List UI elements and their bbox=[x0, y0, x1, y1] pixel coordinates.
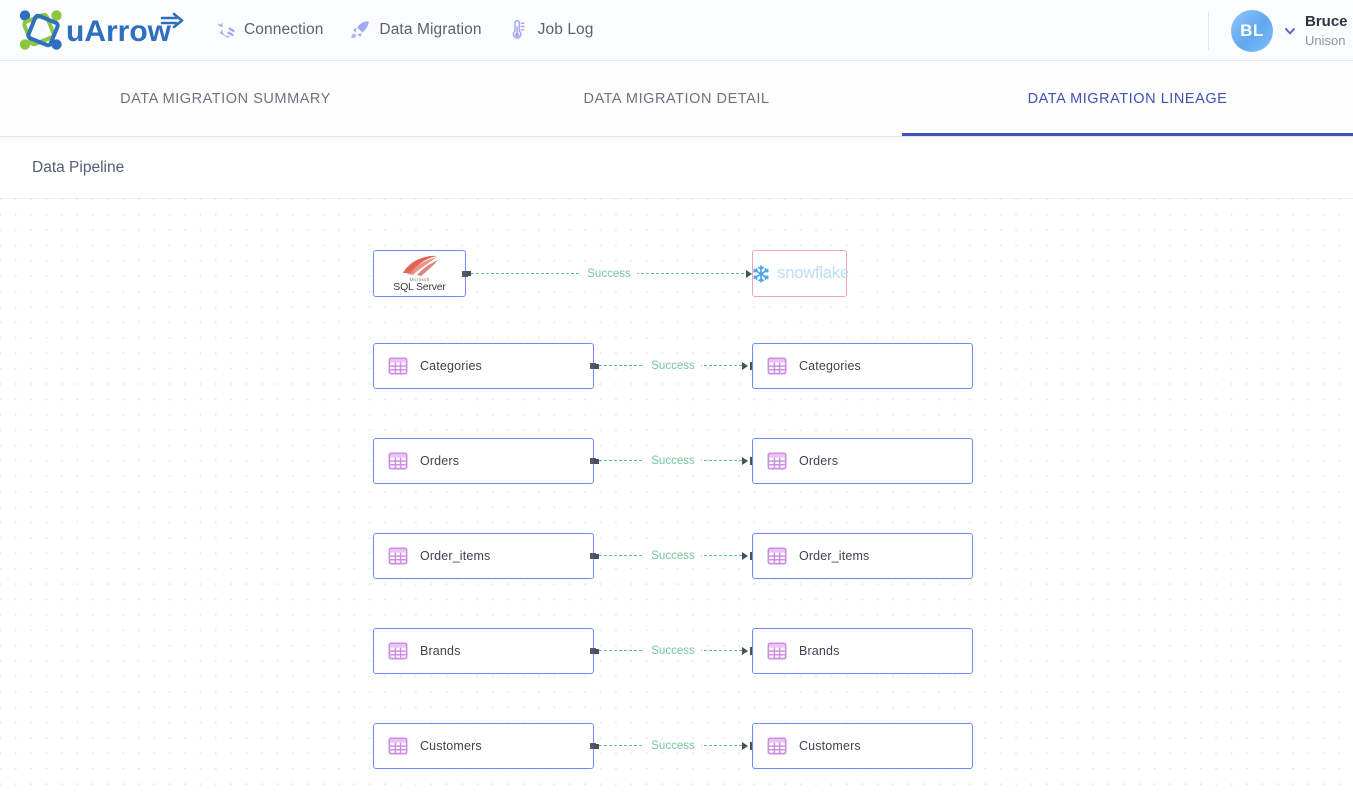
nav-item-connection[interactable]: Connection bbox=[214, 10, 323, 50]
node-label: Categories bbox=[799, 359, 861, 373]
user-org: Unison bbox=[1305, 32, 1353, 50]
table-icon bbox=[388, 736, 408, 756]
node-source-sqlserver[interactable]: Microsoft SQL Server bbox=[373, 250, 466, 297]
tab-bar: DATA MIGRATION SUMMARY DATA MIGRATION DE… bbox=[0, 61, 1353, 136]
uarrow-logo-icon bbox=[18, 8, 64, 52]
node-target-snowflake[interactable]: snowflake bbox=[752, 250, 847, 297]
edge-status-label: Success bbox=[644, 550, 701, 562]
node-target-table[interactable]: Customers bbox=[752, 723, 973, 769]
node-label: Orders bbox=[799, 454, 838, 468]
tab-data-migration-detail[interactable]: DATA MIGRATION DETAIL bbox=[451, 61, 902, 136]
edge-status-label: Success bbox=[644, 455, 701, 467]
edge-sqlserver-to-snowflake: Success bbox=[466, 250, 752, 297]
node-source-table[interactable]: Brands bbox=[373, 628, 594, 674]
node-target-table[interactable]: Orders bbox=[752, 438, 973, 484]
rocket-icon bbox=[349, 18, 371, 42]
node-label: Customers bbox=[799, 739, 861, 753]
nav-item-job-log[interactable]: Job Log bbox=[508, 10, 594, 50]
node-source-table[interactable]: Categories bbox=[373, 343, 594, 389]
brand-logo-area[interactable]: uArrow bbox=[18, 8, 186, 52]
edge-arrowhead-icon bbox=[742, 362, 748, 370]
header-divider bbox=[1208, 12, 1209, 50]
app-header: uArrow Connection bbox=[0, 0, 1353, 61]
edge-table-link: Success bbox=[594, 533, 752, 579]
nav-label-data-migration: Data Migration bbox=[379, 21, 481, 39]
pipeline-title-bar: Data Pipeline bbox=[0, 137, 1353, 199]
edge-table-link: Success bbox=[594, 723, 752, 769]
edge-table-link: Success bbox=[594, 438, 752, 484]
node-label: Categories bbox=[420, 359, 482, 373]
edge-target-bar bbox=[750, 362, 752, 370]
nav-label-connection: Connection bbox=[244, 21, 323, 39]
tab-data-migration-summary[interactable]: DATA MIGRATION SUMMARY bbox=[0, 61, 451, 136]
table-icon bbox=[388, 546, 408, 566]
table-icon bbox=[767, 546, 787, 566]
node-target-table[interactable]: Brands bbox=[752, 628, 973, 674]
edge-arrowhead-icon bbox=[742, 552, 748, 560]
snowflake-logo: snowflake bbox=[750, 263, 849, 285]
node-label: Order_items bbox=[799, 549, 869, 563]
user-info: Bruce Unison bbox=[1305, 12, 1353, 50]
edge-arrowhead-icon bbox=[742, 647, 748, 655]
edge-target-bar bbox=[750, 742, 752, 750]
edge-status-label: Success bbox=[644, 360, 701, 372]
node-target-table[interactable]: Order_items bbox=[752, 533, 973, 579]
plug-icon bbox=[214, 18, 236, 42]
snowflake-name-text: snowflake bbox=[777, 264, 849, 283]
edge-arrowhead-icon bbox=[742, 457, 748, 465]
sqlserver-swoosh-icon bbox=[397, 254, 443, 278]
node-label: Brands bbox=[420, 644, 461, 658]
sqlserver-name-text: SQL Server bbox=[393, 281, 445, 293]
chevron-down-icon[interactable] bbox=[1283, 24, 1297, 38]
node-label: Order_items bbox=[420, 549, 490, 563]
svg-text:uArrow: uArrow bbox=[66, 15, 172, 48]
edge-target-bar bbox=[750, 457, 752, 465]
header-user-area: BL Bruce Unison bbox=[1208, 0, 1353, 61]
table-icon bbox=[388, 356, 408, 376]
node-label: Orders bbox=[420, 454, 459, 468]
avatar[interactable]: BL bbox=[1231, 10, 1273, 52]
main-navigation: Connection Data Migration bbox=[214, 10, 593, 50]
node-label: Brands bbox=[799, 644, 840, 658]
snowflake-icon bbox=[750, 263, 772, 285]
nav-item-data-migration[interactable]: Data Migration bbox=[349, 10, 481, 50]
tab-bar-wrapper: DATA MIGRATION SUMMARY DATA MIGRATION DE… bbox=[0, 61, 1353, 137]
sqlserver-logo: Microsoft SQL Server bbox=[393, 254, 445, 294]
node-label: Customers bbox=[420, 739, 482, 753]
node-source-table[interactable]: Orders bbox=[373, 438, 594, 484]
edge-table-link: Success bbox=[594, 343, 752, 389]
thermometer-icon bbox=[508, 18, 530, 42]
edge-table-link: Success bbox=[594, 628, 752, 674]
uarrow-wordmark: uArrow bbox=[66, 10, 186, 50]
node-target-table[interactable]: Categories bbox=[752, 343, 973, 389]
edge-status-label: Success bbox=[644, 645, 701, 657]
table-icon bbox=[388, 641, 408, 661]
edge-target-bar bbox=[750, 552, 752, 560]
lineage-canvas[interactable]: Microsoft SQL Server snowflake bbox=[0, 199, 1353, 795]
tab-data-migration-lineage[interactable]: DATA MIGRATION LINEAGE bbox=[902, 61, 1353, 136]
table-icon bbox=[767, 451, 787, 471]
table-icon bbox=[767, 736, 787, 756]
edge-target-bar bbox=[750, 647, 752, 655]
table-icon bbox=[767, 356, 787, 376]
page-title: Data Pipeline bbox=[32, 159, 124, 177]
nav-label-job-log: Job Log bbox=[538, 21, 594, 39]
edge-status-label: Success bbox=[580, 268, 637, 280]
edge-arrowhead-icon bbox=[746, 270, 752, 278]
edge-status-label: Success bbox=[644, 740, 701, 752]
table-icon bbox=[388, 451, 408, 471]
node-source-table[interactable]: Customers bbox=[373, 723, 594, 769]
edge-arrowhead-icon bbox=[742, 742, 748, 750]
node-source-table[interactable]: Order_items bbox=[373, 533, 594, 579]
user-name: Bruce bbox=[1305, 12, 1353, 32]
table-icon bbox=[767, 641, 787, 661]
